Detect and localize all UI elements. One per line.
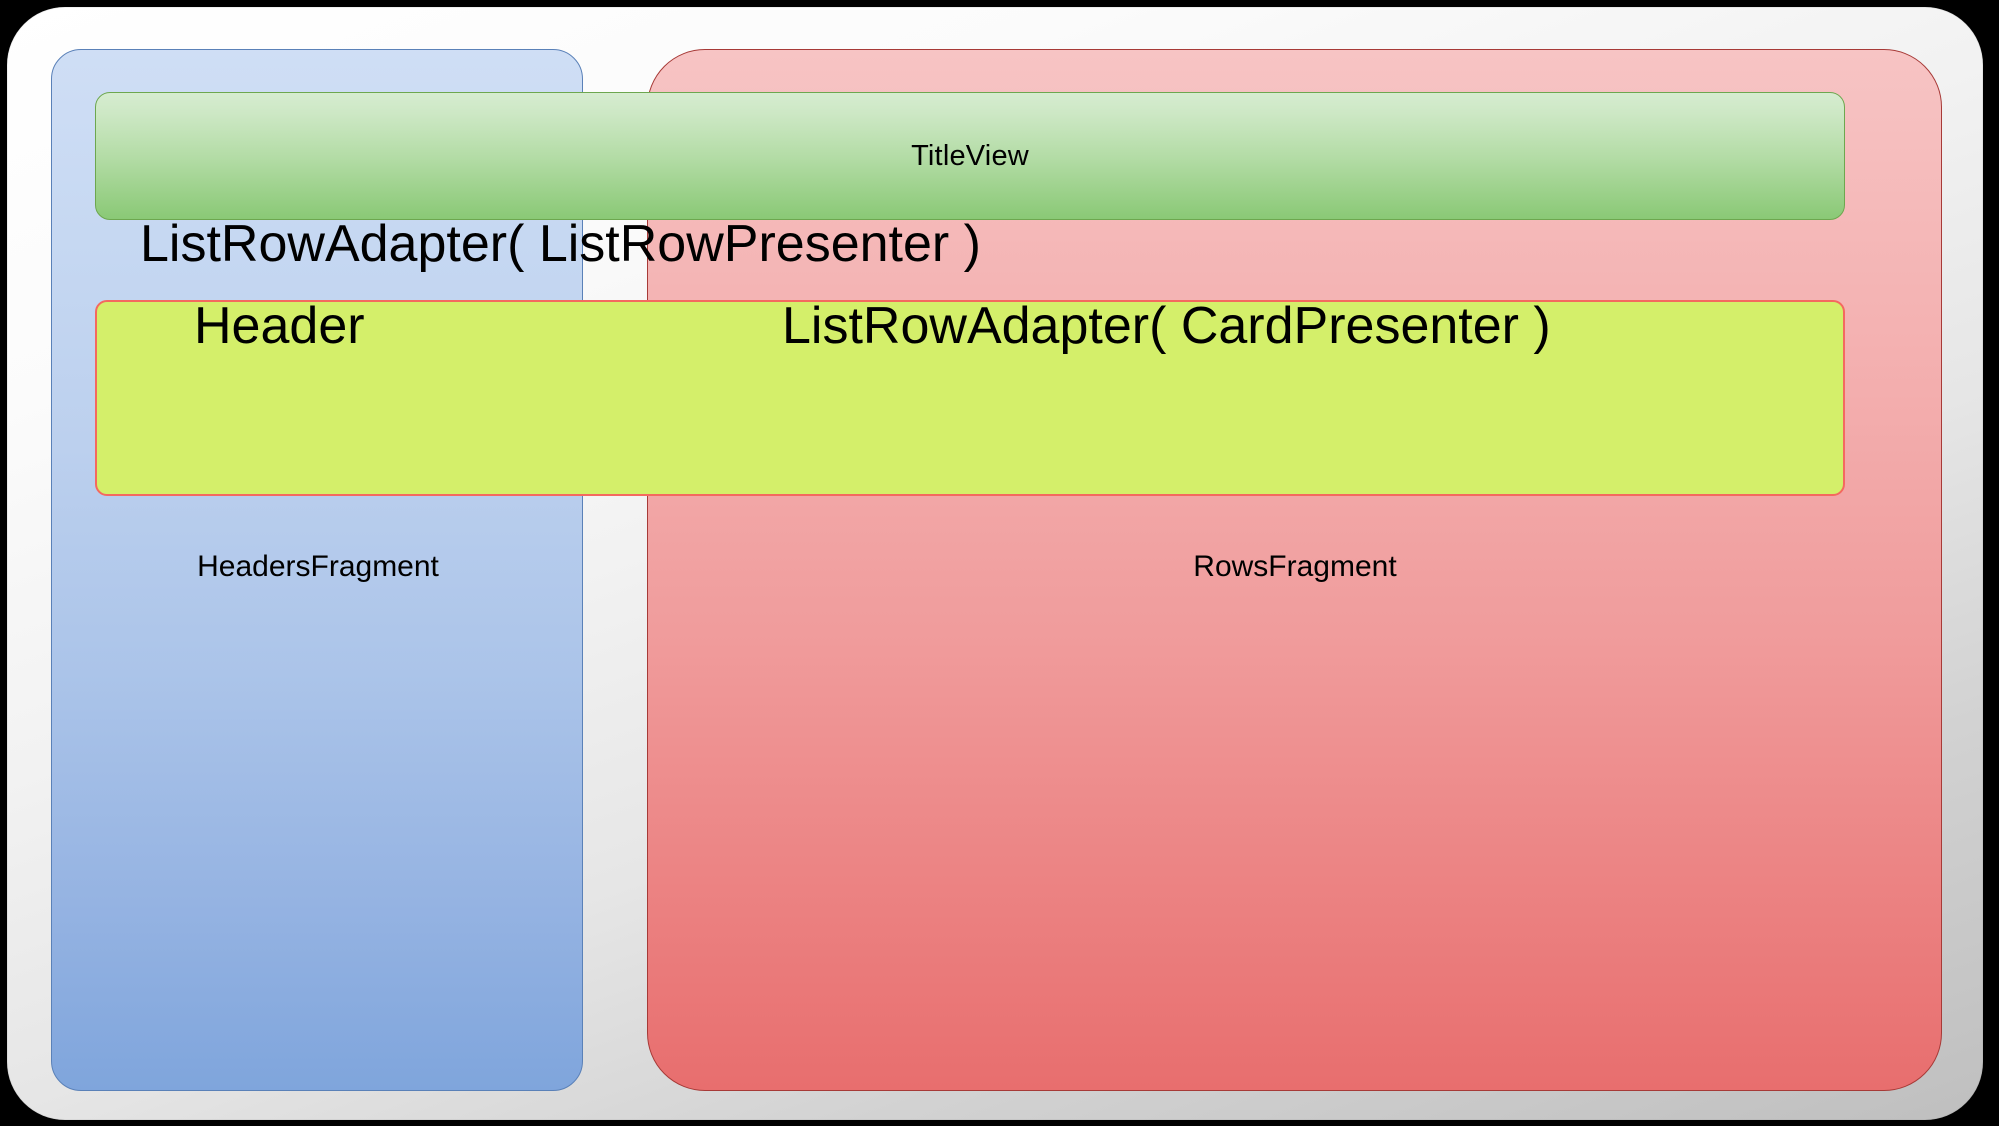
list-row-adapter-card-presenter-label: ListRowAdapter( CardPresenter ) xyxy=(782,297,1551,355)
header-label: Header xyxy=(194,297,365,355)
headers-fragment-panel[interactable] xyxy=(51,49,583,1091)
headers-fragment-label: HeadersFragment xyxy=(197,550,439,583)
list-row-adapter-presenter-label: ListRowAdapter( ListRowPresenter ) xyxy=(140,215,981,273)
title-view-label: TitleView xyxy=(911,139,1029,172)
title-view-bar[interactable]: TitleView xyxy=(95,92,1845,220)
rows-fragment-label: RowsFragment xyxy=(1193,550,1397,583)
browse-fragment-container: TitleView ListRowAdapter( ListRowPresent… xyxy=(7,7,1983,1120)
list-row-box[interactable] xyxy=(95,300,1845,496)
rows-fragment-panel[interactable] xyxy=(647,49,1942,1091)
